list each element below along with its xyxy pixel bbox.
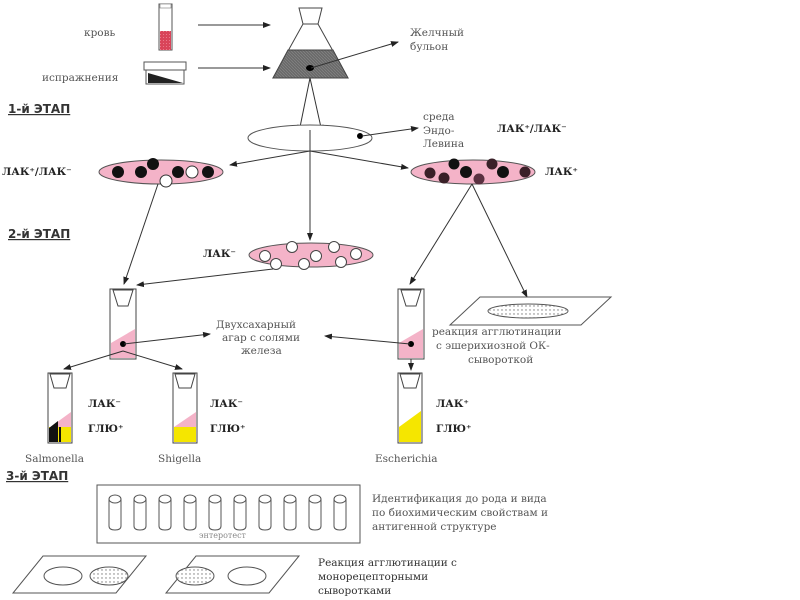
escherichia-genus-label: Escherichia bbox=[375, 453, 438, 465]
mono-agglutination-slide-1 bbox=[11, 555, 148, 594]
arrow-lac-pos-plate-to-slide bbox=[471, 183, 528, 298]
enterotest-tube bbox=[158, 494, 172, 531]
kligler-label-line2: агар с солями bbox=[222, 332, 300, 344]
agglutination-ecoli-line3: сывороткой bbox=[468, 354, 533, 366]
escherichia-lac-label: ЛАК⁺ bbox=[436, 398, 469, 410]
enterotest-tube bbox=[308, 494, 322, 531]
arrow-right-tube-to-kligler-label bbox=[324, 333, 411, 345]
bile-broth-flask-icon bbox=[272, 7, 349, 79]
arrow-to-lac-pos-plate bbox=[309, 150, 409, 170]
shigella-result-tube bbox=[172, 372, 198, 444]
kligler-tube-left bbox=[109, 288, 137, 360]
enterotest-tube bbox=[233, 494, 247, 531]
kligler-label-line3: железа bbox=[241, 345, 282, 357]
enterotest-tube bbox=[258, 494, 272, 531]
arrow-to-shigella-tube bbox=[122, 350, 183, 370]
enterotest-tube bbox=[283, 494, 297, 531]
broth-label-line1: Желчный bbox=[410, 27, 464, 39]
salmonella-result-tube bbox=[47, 372, 73, 444]
feces-container-icon bbox=[143, 61, 187, 85]
broth-label-line2: бульон bbox=[410, 41, 448, 53]
arrow-to-mixed-plate bbox=[229, 150, 311, 167]
agglutination-slide-ecoli bbox=[448, 296, 613, 326]
arrow-to-bile-broth-label bbox=[310, 41, 399, 69]
blood-label: кровь bbox=[84, 27, 116, 39]
arrow-lac-pos-plate-to-tube bbox=[409, 183, 473, 285]
endo-plate-lac-positive-colonies bbox=[410, 158, 536, 185]
endo-label-line2: Эндо- bbox=[423, 125, 455, 137]
endo-label-line1: среда bbox=[423, 111, 455, 123]
salmonella-lac-label: ЛАК⁻ bbox=[88, 398, 121, 410]
arrow-mixed-plate-to-tube bbox=[123, 183, 159, 285]
mono-agglutination-line2: монорецепторными bbox=[318, 571, 428, 583]
endo-plate-mixed-colonies bbox=[98, 158, 224, 188]
enterotest-panel bbox=[96, 484, 361, 544]
agglutination-ecoli-line2: с эшерихиозной ОК- bbox=[436, 340, 550, 352]
blood-tube-icon bbox=[158, 3, 173, 51]
stage-2-heading: 2-й ЭТАП bbox=[8, 227, 70, 241]
endo-plate-lac-negative-colonies bbox=[248, 241, 374, 270]
enterotest-label: энтеротест bbox=[199, 531, 247, 540]
feces-label: испражнения bbox=[42, 72, 119, 84]
escherichia-result-tube bbox=[397, 372, 423, 444]
enterotest-tube bbox=[183, 494, 197, 531]
stage-1-heading: 1-й ЭТАП bbox=[8, 102, 70, 116]
mono-agglutination-line3: сыворотками bbox=[318, 585, 391, 597]
arrow-flask-to-plate-right bbox=[309, 77, 324, 133]
arrow-flask-to-plate-left bbox=[297, 77, 311, 133]
salmonella-glu-label: ГЛЮ⁺ bbox=[88, 423, 124, 435]
mono-agglutination-slide-2 bbox=[164, 555, 301, 594]
lac-mixed-left-label: ЛАК⁺/ЛАК⁻ bbox=[2, 166, 72, 178]
agglutination-ecoli-line1: реакция агглютинации bbox=[432, 326, 561, 338]
mono-agglutination-line1: Реакция агглютинации с bbox=[318, 557, 457, 569]
enterotest-desc-line3: антигенной структуре bbox=[372, 521, 497, 533]
shigella-genus-label: Shigella bbox=[158, 453, 201, 465]
arrow-lac-neg-plate-to-tube bbox=[136, 268, 274, 288]
enterotest-desc-line1: Идентификация до рода и вида bbox=[372, 493, 547, 505]
stage-3-heading: 3-й ЭТАП bbox=[6, 469, 68, 483]
arrow-to-salmonella-tube bbox=[63, 350, 124, 370]
arrow-to-endo-label bbox=[361, 126, 419, 137]
endo-label-line3: Левина bbox=[423, 138, 464, 150]
enterotest-tube bbox=[333, 494, 347, 531]
lac-pos-right-label: ЛАК⁺ bbox=[545, 166, 578, 178]
kligler-label-line1: Двухсахарный bbox=[216, 319, 296, 331]
lac-neg-center-label: ЛАК⁻ bbox=[203, 248, 236, 260]
lac-mixed-top-label: ЛАК⁺/ЛАК⁻ bbox=[497, 123, 567, 135]
shigella-glu-label: ГЛЮ⁺ bbox=[210, 423, 246, 435]
enterotest-tube bbox=[208, 494, 222, 531]
enterotest-desc-line2: по биохимическим свойствам и bbox=[372, 507, 548, 519]
salmonella-genus-label: Salmonella bbox=[25, 453, 84, 465]
escherichia-glu-label: ГЛЮ⁺ bbox=[436, 423, 472, 435]
shigella-lac-label: ЛАК⁻ bbox=[210, 398, 243, 410]
kligler-tube-right bbox=[397, 288, 425, 360]
enterotest-tube bbox=[108, 494, 122, 531]
enterotest-tube bbox=[133, 494, 147, 531]
arrow-left-tube-to-kligler-label bbox=[123, 331, 211, 345]
